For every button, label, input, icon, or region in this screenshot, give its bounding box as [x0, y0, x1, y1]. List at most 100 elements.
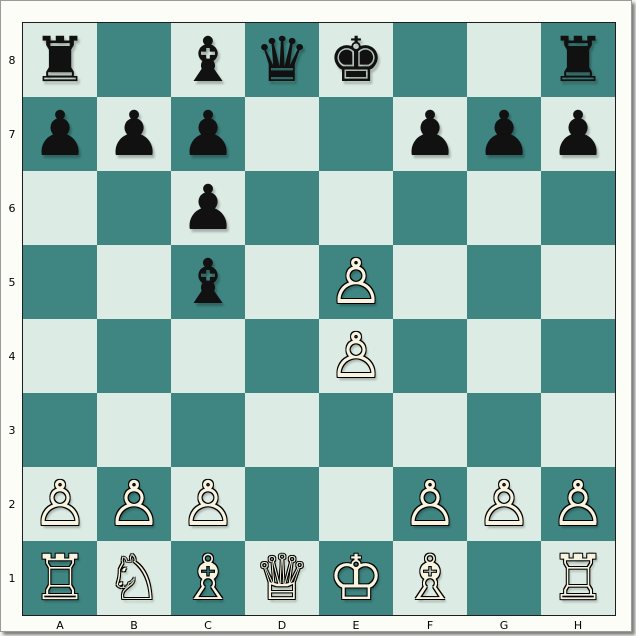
white-pawn-icon[interactable]: ♙	[32, 467, 88, 540]
black-rook-icon[interactable]: ♜	[550, 23, 606, 96]
white-bishop-icon[interactable]: ♗	[402, 541, 458, 614]
square-g1[interactable]	[467, 541, 541, 615]
square-c1[interactable]: ♗	[171, 541, 245, 615]
square-d5[interactable]	[245, 245, 319, 319]
white-queen-icon[interactable]: ♕	[254, 541, 310, 614]
square-h1[interactable]: ♖	[541, 541, 615, 615]
black-pawn-icon[interactable]: ♟	[106, 97, 162, 170]
rank-label-6: 6	[8, 202, 16, 215]
square-f6[interactable]	[393, 171, 467, 245]
square-f4[interactable]	[393, 319, 467, 393]
square-b2[interactable]: ♙	[97, 467, 171, 541]
square-d7[interactable]	[245, 97, 319, 171]
square-e3[interactable]	[319, 393, 393, 467]
white-pawn-icon[interactable]: ♙	[476, 467, 532, 540]
black-pawn-icon[interactable]: ♟	[180, 97, 236, 170]
square-h5[interactable]	[541, 245, 615, 319]
square-b7[interactable]: ♟	[97, 97, 171, 171]
square-b3[interactable]	[97, 393, 171, 467]
rank-label-4: 4	[8, 350, 16, 363]
rank-label-3: 3	[8, 424, 16, 437]
square-h8[interactable]: ♜	[541, 23, 615, 97]
black-pawn-icon[interactable]: ♟	[402, 97, 458, 170]
square-h2[interactable]: ♙	[541, 467, 615, 541]
square-c3[interactable]	[171, 393, 245, 467]
file-label-e: E	[352, 619, 360, 632]
black-pawn-icon[interactable]: ♟	[476, 97, 532, 170]
square-h7[interactable]: ♟	[541, 97, 615, 171]
black-bishop-icon[interactable]: ♝	[180, 245, 236, 318]
square-g8[interactable]	[467, 23, 541, 97]
square-a6[interactable]	[23, 171, 97, 245]
white-pawn-icon[interactable]: ♙	[328, 319, 384, 392]
square-c7[interactable]: ♟	[171, 97, 245, 171]
square-b6[interactable]	[97, 171, 171, 245]
square-g4[interactable]	[467, 319, 541, 393]
square-e2[interactable]	[319, 467, 393, 541]
square-a1[interactable]: ♖	[23, 541, 97, 615]
square-e8[interactable]: ♚	[319, 23, 393, 97]
square-e6[interactable]	[319, 171, 393, 245]
black-pawn-icon[interactable]: ♟	[32, 97, 88, 170]
square-d2[interactable]	[245, 467, 319, 541]
square-f7[interactable]: ♟	[393, 97, 467, 171]
square-c4[interactable]	[171, 319, 245, 393]
square-b1[interactable]: ♘	[97, 541, 171, 615]
file-label-a: A	[56, 619, 64, 632]
square-g7[interactable]: ♟	[467, 97, 541, 171]
square-a2[interactable]: ♙	[23, 467, 97, 541]
square-f3[interactable]	[393, 393, 467, 467]
square-g2[interactable]: ♙	[467, 467, 541, 541]
square-e5[interactable]: ♙	[319, 245, 393, 319]
square-g3[interactable]	[467, 393, 541, 467]
square-a4[interactable]	[23, 319, 97, 393]
square-a3[interactable]	[23, 393, 97, 467]
black-pawn-icon[interactable]: ♟	[180, 171, 236, 244]
square-h3[interactable]	[541, 393, 615, 467]
square-f2[interactable]: ♙	[393, 467, 467, 541]
square-d4[interactable]	[245, 319, 319, 393]
square-f5[interactable]	[393, 245, 467, 319]
square-c2[interactable]: ♙	[171, 467, 245, 541]
square-f8[interactable]	[393, 23, 467, 97]
square-a8[interactable]: ♜	[23, 23, 97, 97]
white-king-icon[interactable]: ♔	[328, 541, 384, 614]
square-a5[interactable]	[23, 245, 97, 319]
white-rook-icon[interactable]: ♖	[550, 541, 606, 614]
chess-board: ♜♝♛♚♜♟♟♟♟♟♟♟♝♙♙♙♙♙♙♙♙♖♘♗♕♔♗♖	[22, 22, 616, 616]
square-b5[interactable]	[97, 245, 171, 319]
square-e4[interactable]: ♙	[319, 319, 393, 393]
square-c5[interactable]: ♝	[171, 245, 245, 319]
white-knight-icon[interactable]: ♘	[106, 541, 162, 614]
white-pawn-icon[interactable]: ♙	[328, 245, 384, 318]
square-e7[interactable]	[319, 97, 393, 171]
white-rook-icon[interactable]: ♖	[32, 541, 88, 614]
white-pawn-icon[interactable]: ♙	[106, 467, 162, 540]
square-c6[interactable]: ♟	[171, 171, 245, 245]
square-h4[interactable]	[541, 319, 615, 393]
white-pawn-icon[interactable]: ♙	[402, 467, 458, 540]
square-h6[interactable]	[541, 171, 615, 245]
square-g5[interactable]	[467, 245, 541, 319]
black-queen-icon[interactable]: ♛	[254, 23, 310, 96]
black-rook-icon[interactable]: ♜	[32, 23, 88, 96]
square-b4[interactable]	[97, 319, 171, 393]
square-d8[interactable]: ♛	[245, 23, 319, 97]
white-pawn-icon[interactable]: ♙	[180, 467, 236, 540]
square-d1[interactable]: ♕	[245, 541, 319, 615]
black-bishop-icon[interactable]: ♝	[180, 23, 236, 96]
square-f1[interactable]: ♗	[393, 541, 467, 615]
white-bishop-icon[interactable]: ♗	[180, 541, 236, 614]
black-king-icon[interactable]: ♚	[328, 23, 384, 96]
white-pawn-icon[interactable]: ♙	[550, 467, 606, 540]
square-b8[interactable]	[97, 23, 171, 97]
square-e1[interactable]: ♔	[319, 541, 393, 615]
black-pawn-icon[interactable]: ♟	[550, 97, 606, 170]
square-g6[interactable]	[467, 171, 541, 245]
square-d6[interactable]	[245, 171, 319, 245]
square-a7[interactable]: ♟	[23, 97, 97, 171]
file-label-d: D	[277, 619, 287, 632]
square-d3[interactable]	[245, 393, 319, 467]
square-c8[interactable]: ♝	[171, 23, 245, 97]
